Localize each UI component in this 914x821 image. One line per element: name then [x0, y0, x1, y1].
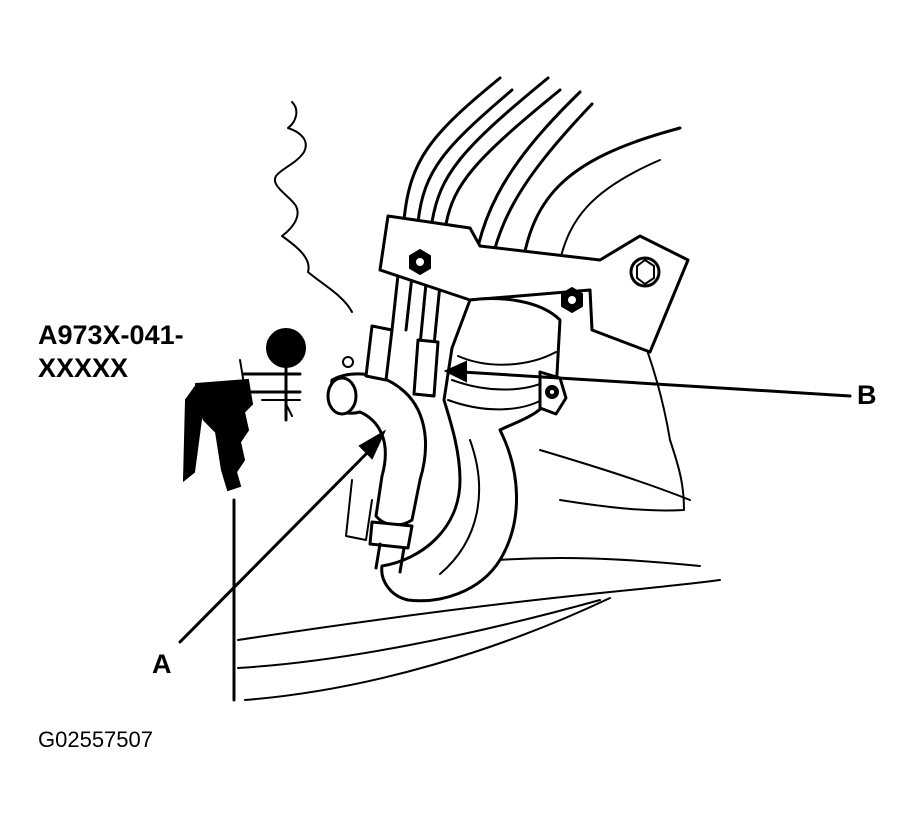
pipe-1b [404, 88, 514, 332]
pipe-1 [390, 76, 502, 332]
body-panel-line-2 [539, 449, 691, 501]
figure-id: G02557507 [38, 727, 153, 752]
callout-b-arrowhead [443, 360, 467, 383]
hose-connector-tube-top [364, 324, 394, 382]
tool-number-line2: XXXXX [38, 353, 129, 383]
undercarriage-line-4 [497, 557, 701, 567]
engine-block-outline [273, 101, 353, 313]
undercarriage-line-3 [244, 597, 611, 701]
callout-b-leader [460, 370, 852, 398]
callout-a-arrowhead [358, 429, 387, 460]
pipe-2b [432, 88, 562, 347]
undercarriage-line-2 [237, 599, 601, 669]
bracket-plate [378, 214, 690, 354]
small-hose-opening [326, 376, 358, 416]
bracket-bolt-hex [636, 259, 655, 285]
main-hose-inner-line [439, 439, 481, 575]
pipe-2 [418, 76, 550, 347]
tool-number-line1: A973X-041- [38, 320, 184, 350]
callout-a-leader [178, 446, 374, 644]
pipe-4-inner [559, 159, 661, 261]
tool-crossbar [242, 372, 302, 394]
tool-handle-lines [239, 359, 301, 417]
tool-knob-icon [266, 328, 306, 368]
callout-label-b: B [857, 380, 877, 410]
callout-label-a: A [152, 649, 172, 679]
bracket-nut-left-hole [416, 258, 424, 266]
small-hose-bracket [345, 479, 373, 541]
tool-small-ring [342, 356, 354, 368]
small-hose-fitting [368, 520, 414, 550]
tool-jaw [182, 383, 204, 483]
small-hose-lower-pipe [374, 542, 406, 574]
bracket-nut-right-hole [568, 296, 576, 304]
hose-connector-tube [412, 338, 440, 398]
undercarriage-line-1 [237, 579, 721, 641]
main-hose-rib-1 [457, 351, 557, 366]
tool-body [194, 378, 254, 492]
hose-clamp-screw-slot [550, 390, 554, 394]
